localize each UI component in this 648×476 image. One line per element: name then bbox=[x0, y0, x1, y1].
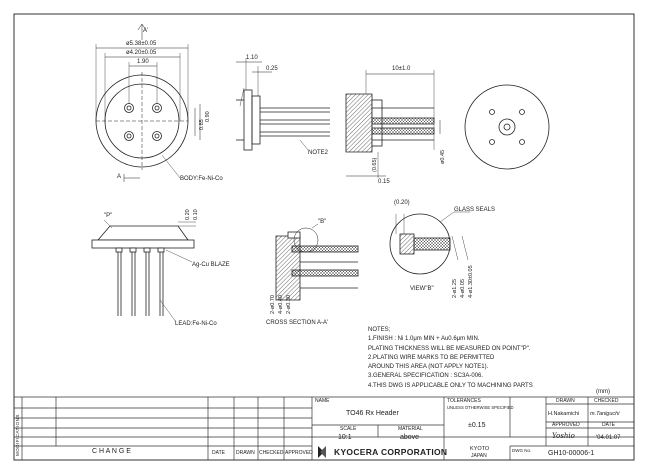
part-name: TO46 Rx Header bbox=[346, 410, 399, 417]
notes-block: NOTES; 1.FINISH : Ni 1.0μm MIN + Au0.6μm… bbox=[368, 326, 533, 391]
cross-section-aa bbox=[275, 223, 359, 301]
location-country: JAPAN bbox=[471, 453, 487, 459]
view-a-marker: A' bbox=[143, 28, 149, 34]
dim-015: 0.15 bbox=[378, 179, 390, 185]
note-line: AROUND THIS AREA (NOT APPLY NOTE1). bbox=[368, 364, 489, 371]
note2-callout: NOTE2 bbox=[308, 150, 329, 156]
material-label: MATERIAL bbox=[398, 426, 423, 432]
name-label: NAME bbox=[315, 398, 330, 404]
dim-010: 0.10 bbox=[193, 209, 199, 220]
sheet-border bbox=[13, 13, 635, 461]
col-date: DATE bbox=[212, 450, 225, 456]
scale-label: SCALE bbox=[340, 426, 357, 432]
a-marker: A bbox=[117, 174, 122, 180]
cross-section-title: CROSS SECTION A-A' bbox=[266, 320, 329, 326]
modifications-label: MODIFICATIONS bbox=[15, 414, 20, 456]
detail-b-marker: "B" bbox=[318, 219, 327, 225]
dim-inner-diameter: ø4.20±0.05 bbox=[126, 50, 157, 56]
view-b bbox=[389, 211, 470, 275]
dim-045: ø0.45 bbox=[440, 149, 446, 164]
dim-020: 0.20 bbox=[185, 209, 191, 220]
front-view-header bbox=[91, 219, 196, 323]
view-b-dim: (0.20) bbox=[394, 200, 410, 206]
vb-dim-2: 4-ø0.05 bbox=[460, 279, 466, 298]
location-city: KYOTO bbox=[470, 446, 490, 452]
col-checked: CHECKED bbox=[259, 450, 284, 456]
cs-dim-1: 2-ø0.70 bbox=[270, 295, 276, 314]
col-drawn: DRAWN bbox=[236, 450, 255, 456]
tolerances-sub: UNLESS OTHERWISE SPECIFIED bbox=[447, 405, 514, 410]
side-view bbox=[236, 58, 330, 151]
change-label: C H A N G E bbox=[92, 448, 131, 455]
date-label: DATE bbox=[602, 422, 615, 428]
cs-dim-2: 4-ø0.40 bbox=[278, 295, 284, 314]
point-p-marker: "P" bbox=[104, 213, 113, 219]
units-label: (mm) bbox=[596, 389, 610, 395]
drawn-label: DRAWN bbox=[556, 398, 575, 404]
view-b-title: VIEW"B" bbox=[410, 286, 434, 292]
tolerance-value: ±0.15 bbox=[468, 422, 486, 429]
scale-value: 10:1 bbox=[338, 434, 352, 441]
company-name: KYOCERA CORPORATION bbox=[334, 447, 448, 457]
note-line: 3.GENERAL SPECIFICATION : SC3A-006. bbox=[368, 373, 484, 380]
drawing-number: GH10-00006-1 bbox=[548, 450, 595, 457]
lead-material-note: LEAD:Fe-Ni-Co bbox=[175, 321, 217, 327]
section-view bbox=[345, 70, 441, 178]
dwg-label: DWG No. bbox=[512, 448, 532, 453]
top-view-right bbox=[464, 84, 550, 170]
notes-heading: NOTES; bbox=[368, 327, 391, 333]
note-line: PLATING THICKNESS WILL BE MEASURED ON PO… bbox=[368, 345, 531, 352]
dim-lead-length: 10±1.0 bbox=[392, 66, 411, 72]
glass-seals-note: GLASS SEALS bbox=[454, 207, 496, 213]
note-line: 1.FINISH : Ni 1.0μm MIN + Au0.6μm MIN. bbox=[368, 336, 480, 343]
dim-110: 1.10 bbox=[246, 55, 258, 61]
checked-label: CHECKED bbox=[594, 398, 619, 404]
body-material-note: BODY:Fe-Ni-Co bbox=[180, 176, 223, 182]
approval-date: '04.01.07 bbox=[596, 435, 621, 441]
dim-outer-diameter: ø5.38±0.05 bbox=[126, 41, 157, 47]
note-line: 2.PLATING WIRE MARKS TO BE PERMITTED bbox=[368, 354, 495, 361]
braze-note: Ag-Cu BLAZE bbox=[192, 262, 230, 268]
vb-dim-3: 4-ø1.30±0.05 bbox=[468, 265, 474, 298]
cs-dim-3: 2-ø0.30 bbox=[286, 295, 292, 314]
title-block-grid bbox=[14, 396, 634, 460]
top-view-pin-face bbox=[95, 23, 201, 182]
note-line: 4.THIS DWG IS APPLICABLE ONLY TO MACHINI… bbox=[368, 382, 533, 389]
kyocera-logo bbox=[318, 446, 326, 458]
dim-090: 0.90 bbox=[205, 111, 211, 122]
dim-065: (0.65) bbox=[372, 157, 378, 172]
checked-by: m.Taniguchi bbox=[590, 411, 620, 417]
approved-label: APPROVED bbox=[552, 422, 580, 428]
col-approved: APPROVED bbox=[285, 450, 313, 456]
dim-025: 0.25 bbox=[266, 66, 278, 72]
dim-pitch: 1.90 bbox=[137, 59, 149, 65]
drawn-by: H.Nakamichi bbox=[548, 411, 580, 417]
approved-signature: Yoshio bbox=[552, 432, 575, 440]
vb-dim-1: 2-ø1.25 bbox=[452, 279, 458, 298]
material-value: above bbox=[400, 434, 420, 441]
tolerances-label: TOLERANCES bbox=[447, 398, 481, 404]
